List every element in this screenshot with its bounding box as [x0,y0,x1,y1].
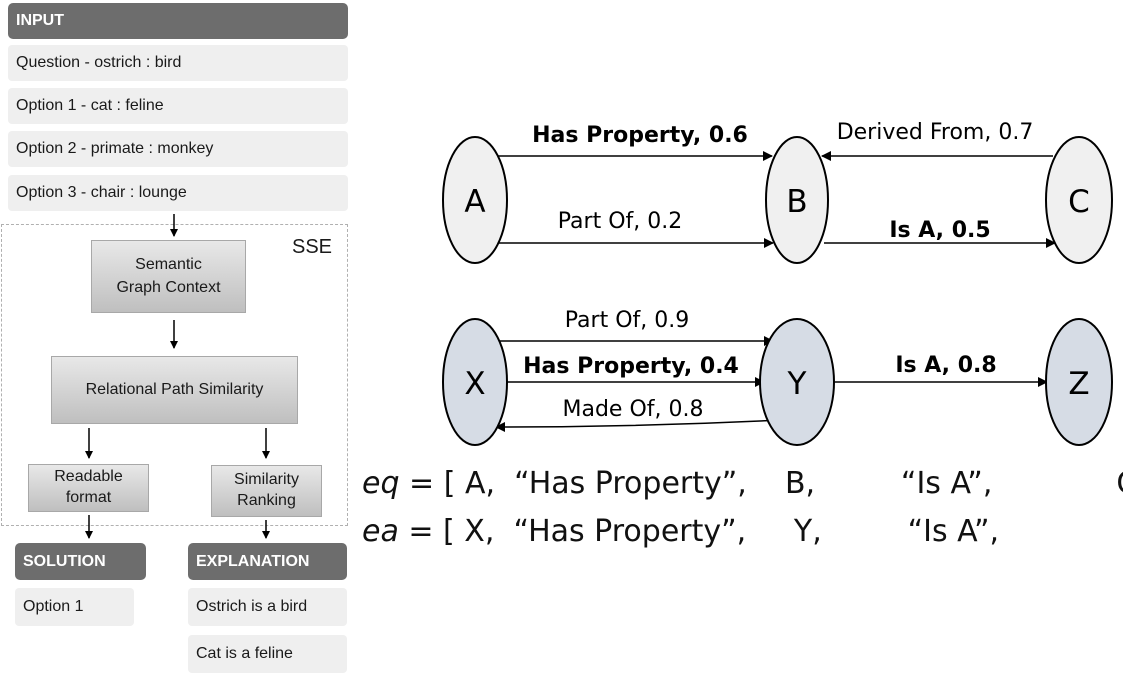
edge-label-part-of-0-2: Part Of, 0.2 [558,209,682,234]
input-row-option-3: Option 3 - chair : lounge [8,175,348,211]
input-row-label: Option 3 - chair : lounge [16,184,187,201]
input-row-label: Option 2 - primate : monkey [16,140,214,157]
equation-ea-var: ea [362,514,399,549]
edge-label-has-property-0-4: Has Property, 0.4 [523,354,739,379]
input-header: INPUT [8,3,348,39]
relational-path-similarity-box: Relational Path Similarity [51,356,298,424]
node-b-label: B [786,184,807,220]
edge-y-x [495,419,781,432]
equation-eq-var: eq [362,466,400,501]
sse-label: SSE [292,236,333,258]
node-a [442,136,508,264]
node-c [1045,136,1113,264]
explanation-row-label: Cat is a feline [196,645,293,662]
relation-graphs: A B C Has Property, 0.6 Part Of, 0.2 Der… [442,120,1113,446]
node-y [759,318,835,446]
readable-format-line-2: format [65,489,112,506]
similarity-ranking-line-2: Ranking [237,492,296,509]
node-z [1045,318,1113,446]
semantic-graph-context-box: Semantic Graph Context [91,240,246,313]
node-a-label: A [464,184,485,220]
node-b [765,136,829,264]
equation-ea-rest: = [ X, “Has Property”, Y, “Is A”, Z ] [398,514,1123,549]
input-header-label: INPUT [16,12,64,29]
explanation-header: EXPLANATION [188,543,347,580]
explanation-header-label: EXPLANATION [196,552,310,570]
readable-format-line-1: Readable [54,468,123,486]
readable-format-box: Readable format [28,464,149,512]
node-c-label: C [1068,184,1090,220]
node-z-label: Z [1068,366,1089,402]
solution-row: Option 1 [15,588,134,626]
left-flow-arrows [85,214,270,539]
explanation-row-label: Ostrich is a bird [196,598,308,615]
edge-label-part-of-0-9: Part Of, 0.9 [565,308,689,333]
edge-label-derived-from-0-7: Derived From, 0.7 [837,120,1034,145]
input-row-label: Question - ostrich : bird [16,54,182,71]
explanation-row-2: Cat is a feline [188,635,347,673]
equation-ea: ea = [ X, “Has Property”, Y, “Is A”, Z ] [362,514,1123,549]
edge-label-is-a-0-8: Is A, 0.8 [895,353,996,378]
node-y-label: Y [787,366,807,402]
solution-row-label: Option 1 [23,598,84,615]
similarity-ranking-box: Similarity Ranking [211,465,322,517]
input-row-question: Question - ostrich : bird [8,45,348,81]
node-x-label: X [464,366,485,402]
similarity-ranking-line-1: Similarity [234,471,299,489]
input-row-option-1: Option 1 - cat : feline [8,88,348,124]
relational-path-similarity-label: Relational Path Similarity [85,380,264,398]
node-x [442,318,508,446]
explanation-row-1: Ostrich is a bird [188,588,347,626]
edge-label-has-property-0-6: Has Property, 0.6 [532,123,748,148]
solution-header-label: SOLUTION [23,552,106,570]
edge-label-made-of-0-8: Made Of, 0.8 [563,397,704,422]
solution-header: SOLUTION [15,543,146,580]
equation-eq: eq = [ A, “Has Property”, B, “Is A”, C ] [362,466,1123,501]
edge-label-is-a-0-5: Is A, 0.5 [889,218,990,243]
semantic-graph-context-line-2: Graph Context [116,278,221,296]
input-row-option-2: Option 2 - primate : monkey [8,131,348,167]
equation-eq-rest: = [ A, “Has Property”, B, “Is A”, C ] [399,466,1123,501]
semantic-graph-context-line-1: Semantic [135,256,202,274]
input-row-label: Option 1 - cat : feline [16,97,164,114]
